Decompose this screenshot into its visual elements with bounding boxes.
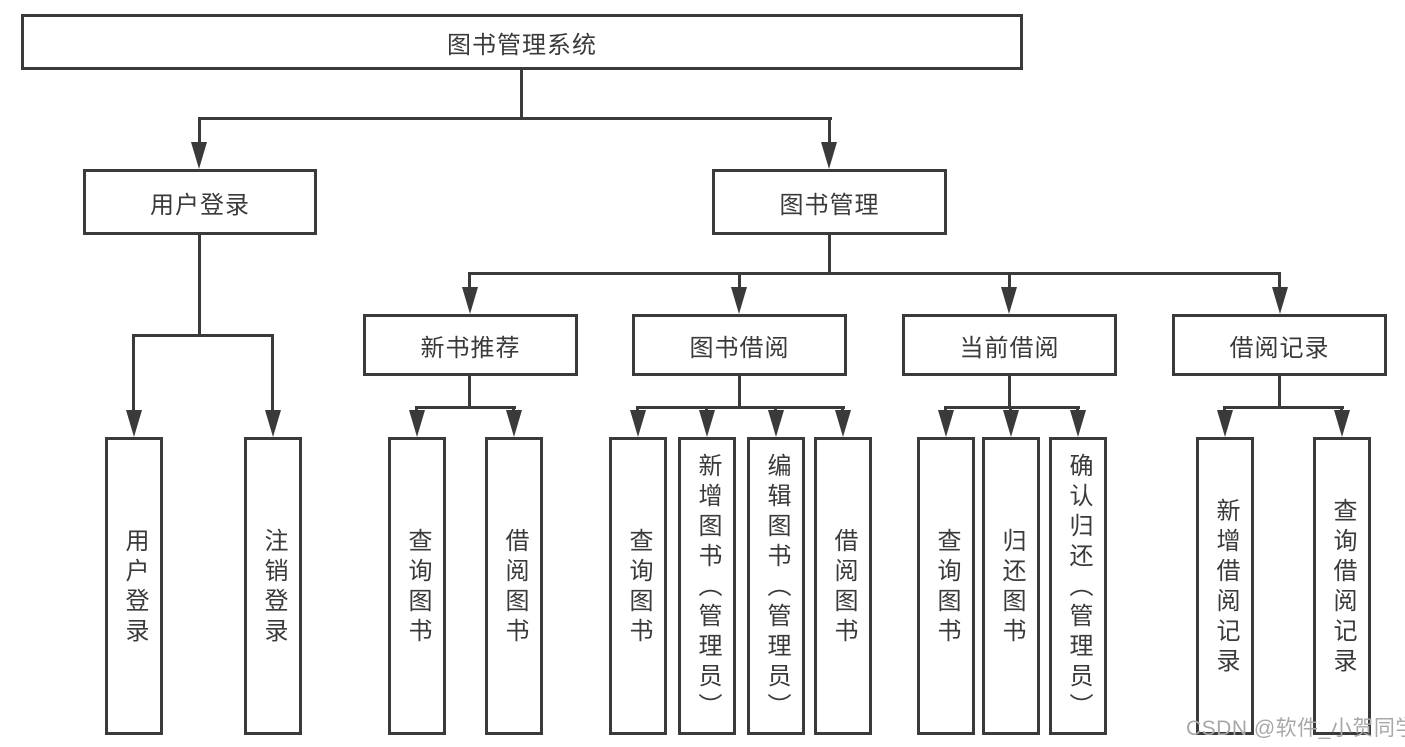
connector-line: [198, 235, 201, 336]
arrowhead-down-icon: [1070, 410, 1086, 437]
node-label: 借阅记录: [1229, 334, 1330, 362]
node-borrow-records: 借阅记录: [1172, 314, 1387, 376]
arrowhead-down-icon: [1001, 287, 1017, 314]
arrowhead-down-icon: [191, 142, 207, 169]
leaf-query-books-current: 查询图书: [917, 437, 975, 735]
connector-line: [132, 334, 135, 411]
connector-line: [415, 406, 516, 409]
arrowhead-down-icon: [506, 410, 522, 437]
leaf-logout: 注销登录: [244, 437, 302, 735]
node-label: 图书管理: [779, 191, 880, 219]
node-library-system: 图书管理系统: [21, 14, 1023, 70]
leaf-query-books-recommend: 查询图书: [388, 437, 446, 735]
connector-line: [738, 272, 741, 289]
connector-line: [198, 117, 832, 120]
node-label: 查询图书: [404, 528, 431, 648]
node-label: 当前借阅: [959, 334, 1060, 362]
node-label: 新增借阅记录: [1212, 498, 1239, 678]
node-current-borrow: 当前借阅: [902, 314, 1117, 376]
arrowhead-down-icon: [1272, 287, 1288, 314]
node-label: 新增图书（管理员）: [694, 453, 721, 723]
node-label: 用户登录: [150, 191, 250, 219]
arrowhead-down-icon: [1003, 410, 1019, 437]
arrowhead-down-icon: [1217, 410, 1233, 437]
node-label: 借阅图书: [830, 528, 857, 648]
leaf-edit-books-admin: 编辑图书（管理员）: [747, 437, 805, 735]
connector-line: [271, 334, 274, 411]
node-label: 借阅图书: [501, 528, 528, 648]
leaf-return-books: 归还图书: [982, 437, 1040, 735]
leaf-add-borrow-record: 新增借阅记录: [1196, 437, 1254, 735]
arrowhead-down-icon: [265, 410, 281, 437]
node-label: 用户登录: [121, 528, 148, 648]
connector-line: [468, 376, 471, 408]
connector-line: [1278, 376, 1281, 408]
connector-line: [198, 117, 201, 144]
arrowhead-down-icon: [126, 410, 142, 437]
connector-line: [468, 272, 471, 289]
csdn-watermark: CSDN @软件_小贺同学: [1186, 717, 1405, 740]
node-label: 查询借阅记录: [1329, 498, 1356, 678]
node-label: 查询图书: [933, 528, 960, 648]
node-label: 归还图书: [998, 528, 1025, 648]
node-label: 编辑图书（管理员）: [763, 453, 790, 723]
leaf-add-books-admin: 新增图书（管理员）: [678, 437, 736, 735]
node-label: 确认归还（管理员）: [1065, 453, 1092, 723]
connector-line: [520, 68, 523, 119]
leaf-user-login: 用户登录: [105, 437, 163, 735]
node-label: 查询图书: [625, 528, 652, 648]
arrowhead-down-icon: [409, 410, 425, 437]
leaf-confirm-return-admin: 确认归还（管理员）: [1049, 437, 1107, 735]
connector-line: [636, 406, 845, 409]
arrowhead-down-icon: [462, 287, 478, 314]
connector-line: [944, 406, 1080, 409]
connector-line: [828, 235, 831, 274]
node-book-management-branch: 图书管理: [712, 169, 947, 235]
connector-line: [1223, 406, 1344, 409]
arrowhead-down-icon: [768, 410, 784, 437]
arrowhead-down-icon: [938, 410, 954, 437]
leaf-borrow-books: 借阅图书: [814, 437, 872, 735]
arrowhead-down-icon: [1334, 410, 1350, 437]
arrowhead-down-icon: [630, 410, 646, 437]
connector-line: [132, 334, 274, 337]
leaf-query-books-borrow: 查询图书: [609, 437, 667, 735]
node-book-borrow: 图书借阅: [632, 314, 847, 376]
connector-line: [468, 272, 1281, 275]
connector-line: [1008, 272, 1011, 289]
arrowhead-down-icon: [731, 287, 747, 314]
connector-line: [738, 376, 741, 408]
leaf-query-borrow-record: 查询借阅记录: [1313, 437, 1371, 735]
arrowhead-down-icon: [821, 142, 837, 169]
connector-line: [1008, 376, 1011, 408]
node-user-login-branch: 用户登录: [83, 169, 317, 235]
connector-line: [828, 117, 831, 144]
leaf-borrow-books-recommend: 借阅图书: [485, 437, 543, 735]
node-label: 图书管理系统: [447, 31, 597, 59]
arrowhead-down-icon: [835, 410, 851, 437]
node-label: 注销登录: [260, 528, 287, 648]
node-label: 新书推荐: [420, 334, 521, 362]
node-label: 图书借阅: [689, 334, 790, 362]
node-new-book-recommend: 新书推荐: [363, 314, 578, 376]
arrowhead-down-icon: [699, 410, 715, 437]
connector-line: [1278, 272, 1281, 289]
